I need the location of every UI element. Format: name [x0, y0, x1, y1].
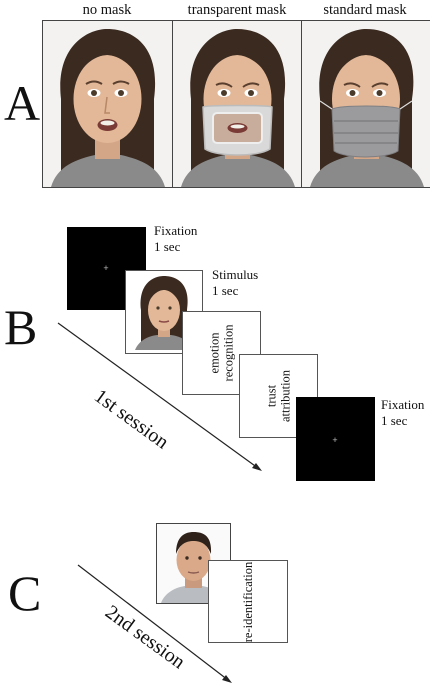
stimulus-title: Stimulus: [212, 267, 259, 282]
emotion-recognition-line-2: recognition: [221, 324, 236, 382]
trust-attribution-line-1: trust: [264, 384, 279, 408]
fixation-screen-2: [296, 397, 375, 481]
fixation-cross-1: +: [103, 263, 109, 273]
fixation-title-1: Fixation: [154, 223, 198, 238]
fixation-duration-2: 1 sec: [381, 412, 408, 428]
fixation-label-1: Fixation 1 sec: [154, 223, 197, 254]
header-no-mask: no mask: [82, 2, 132, 18]
emotion-recognition-line-1: emotion: [207, 332, 222, 374]
stimulus-face-photo: [133, 274, 195, 350]
header-standard-mask: standard mask: [323, 2, 407, 18]
reidentification-text: re-identification: [240, 561, 255, 642]
face-photo-no-mask: [42, 20, 173, 188]
fixation-duration-1: 1 sec: [154, 238, 181, 254]
panel-letter-a: A: [4, 75, 41, 131]
trust-attribution-line-2: attribution: [278, 369, 293, 423]
emotion-recognition-text: emotion recognition: [207, 325, 236, 382]
face-photo-transparent-mask: [172, 20, 303, 188]
stimulus-duration: 1 sec: [212, 282, 239, 298]
face-photo-standard-mask: [301, 20, 430, 188]
stimulus-label: Stimulus 1 sec: [212, 267, 258, 298]
fixation-title-2: Fixation: [381, 397, 425, 412]
panel-letter-c: C: [8, 565, 42, 621]
trust-attribution-text: trust attribution: [264, 370, 293, 422]
panel-letter-b: B: [4, 299, 38, 355]
reidentification-card: re-identification: [208, 560, 288, 643]
fixation-cross-2: +: [332, 435, 338, 445]
fixation-label-2: Fixation 1 sec: [381, 397, 424, 428]
header-transparent-mask: transparent mask: [187, 2, 287, 18]
